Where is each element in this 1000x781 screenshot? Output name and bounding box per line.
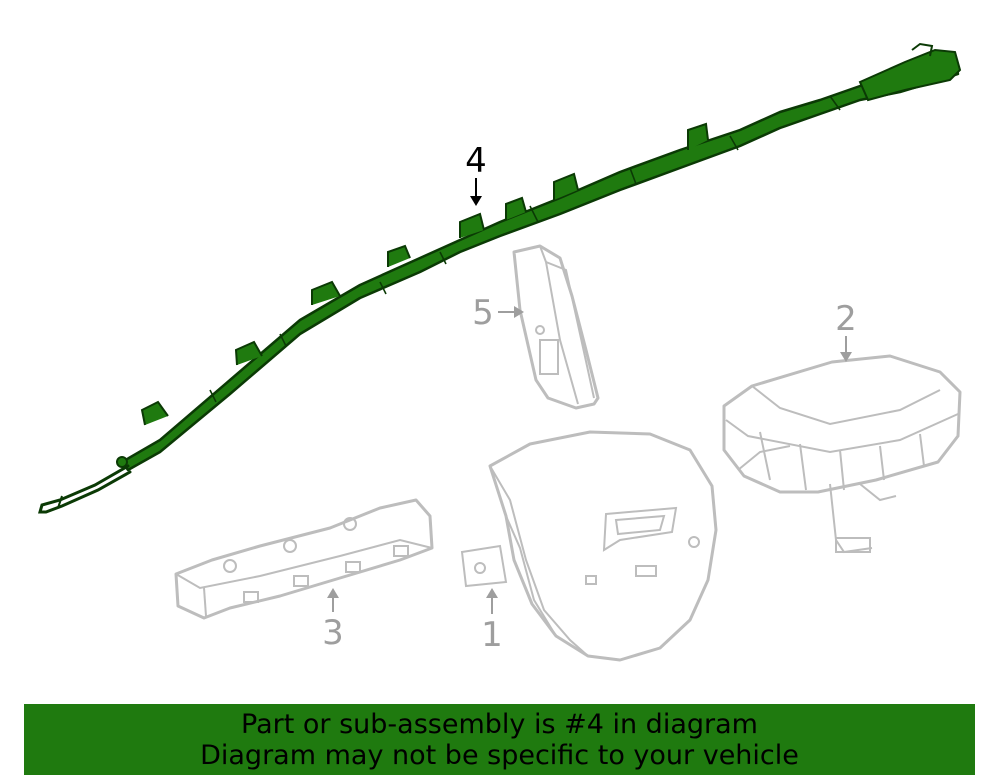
notice-line-2: Diagram may not be specific to your vehi… xyxy=(200,740,799,771)
part-1-steering-wheel-airbag[interactable] xyxy=(460,430,718,662)
callout-2-label: 2 xyxy=(835,299,857,339)
part-5-side-module[interactable] xyxy=(512,244,600,410)
callout-4: 4 xyxy=(465,141,487,206)
callout-2: 2 xyxy=(835,299,857,362)
part-3-knee-airbag[interactable] xyxy=(174,498,434,620)
callout-3-label: 3 xyxy=(322,613,344,653)
callout-5: 5 xyxy=(472,293,524,333)
parts-diagram: 4 5 2 xyxy=(38,42,962,662)
part-2-passenger-airbag[interactable] xyxy=(722,354,962,554)
notice-line-1: Part or sub-assembly is #4 in diagram xyxy=(241,709,758,740)
notice-banner: Part or sub-assembly is #4 in diagram Di… xyxy=(24,704,975,775)
callout-1: 1 xyxy=(481,588,503,655)
part-4-curtain-airbag[interactable] xyxy=(38,42,962,514)
callout-3: 3 xyxy=(322,588,344,653)
callout-4-label: 4 xyxy=(465,141,487,181)
callout-5-label: 5 xyxy=(472,293,494,333)
callout-1-label: 1 xyxy=(481,615,503,655)
